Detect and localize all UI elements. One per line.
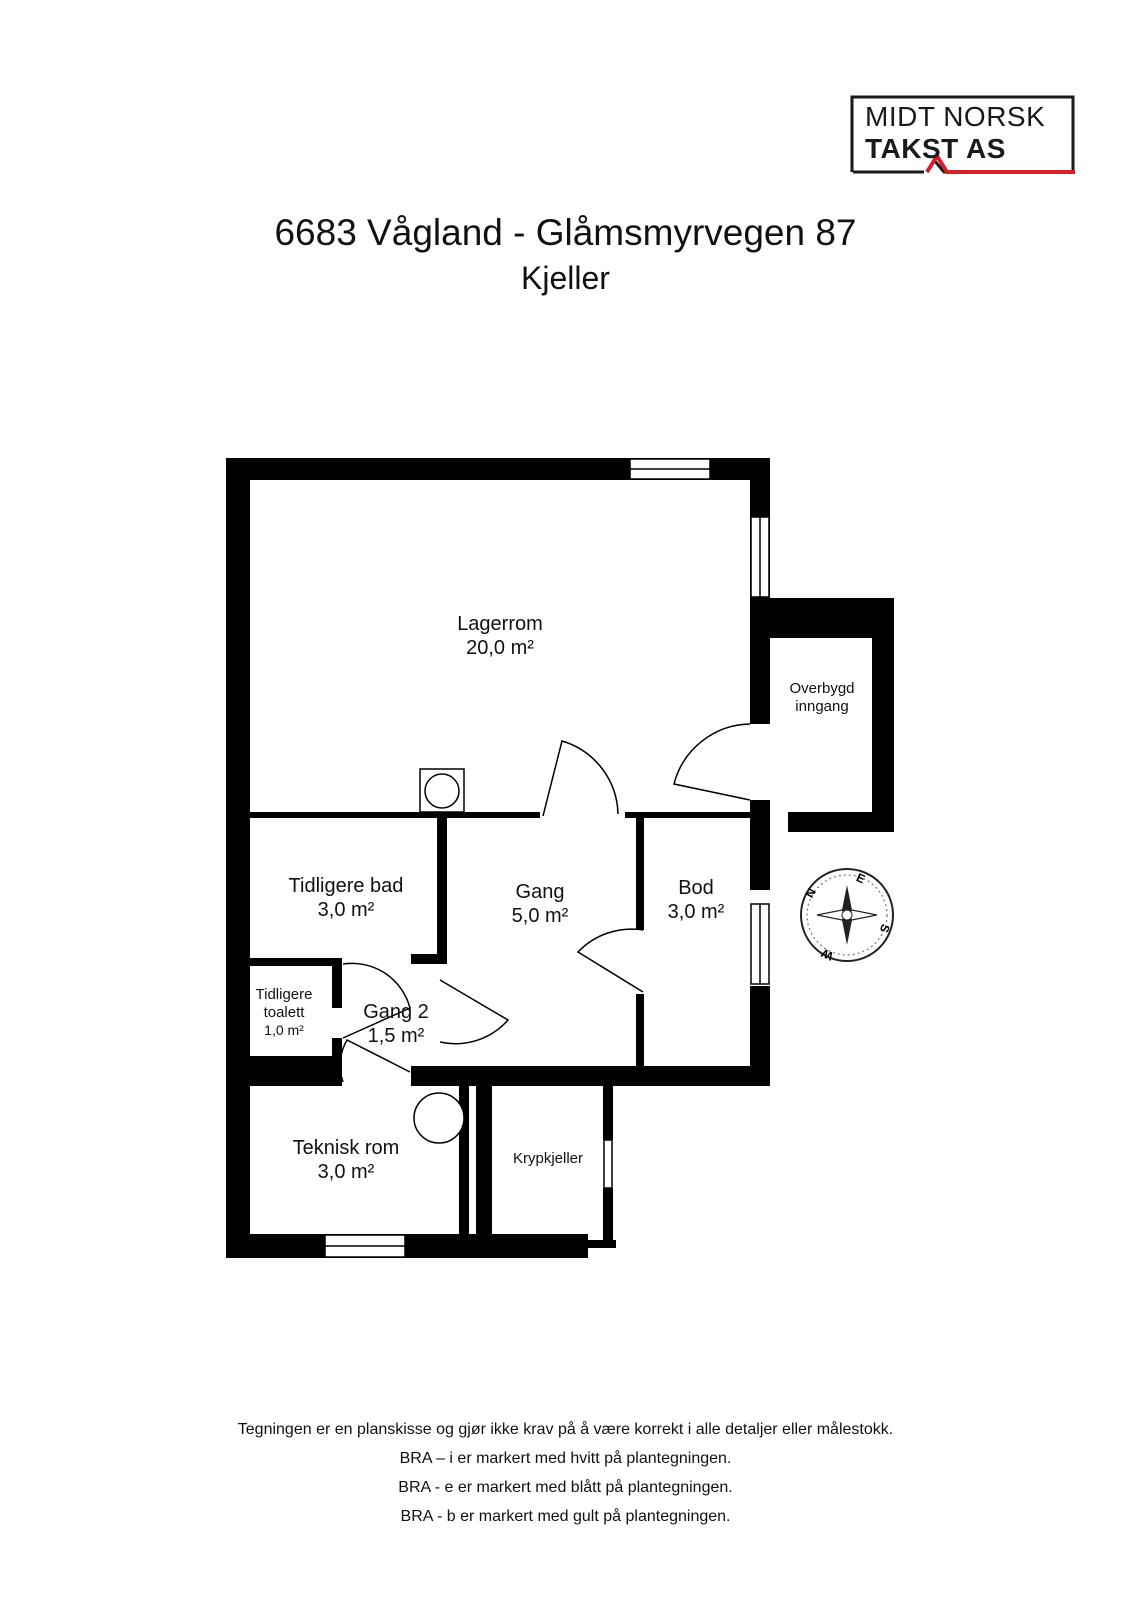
room-name-2: inngang: [795, 698, 849, 715]
water-heater-symbol: [413, 1092, 465, 1144]
company-logo: MIDT NORSK TAKST AS: [849, 94, 1077, 174]
room-name: Lagerrom: [457, 613, 543, 635]
logo-accent-line: [925, 152, 1075, 174]
room-tidligere-bad: Tidligere bad 3,0 m²: [266, 874, 426, 922]
logo-line1: MIDT NORSK: [865, 101, 1046, 132]
room-name: Krypkjeller: [512, 1150, 584, 1167]
disclaimer: Tegningen er en planskisse og gjør ikke …: [0, 1415, 1131, 1531]
fixtures: [413, 768, 465, 1144]
room-name: Gang 2: [363, 1001, 429, 1023]
page-title: 6683 Vågland - Glåmsmyrvegen 87: [274, 212, 857, 253]
room-krypkjeller: Krypkjeller: [492, 1150, 604, 1168]
doors: [339, 723, 751, 1083]
room-area: 1,0 m²: [264, 1022, 304, 1038]
disclaimer-line: Tegningen er en planskisse og gjør ikke …: [237, 1421, 894, 1438]
floor-name: Kjeller: [521, 260, 610, 296]
disclaimer-line: BRA - e er markert med blått på plantegn…: [398, 1479, 733, 1496]
disclaimer-line: BRA - b er markert med gult på plantegni…: [400, 1508, 731, 1525]
logo-line2: TAKST AS: [865, 133, 1006, 164]
room-name: Tidligere: [255, 986, 313, 1003]
room-gang-2: Gang 2 1,5 m²: [346, 1000, 446, 1048]
room-area: 5,0 m²: [511, 905, 569, 927]
room-overbygd-inngang: Overbygd inngang: [772, 680, 872, 716]
room-area: 20,0 m²: [466, 637, 534, 659]
room-area: 3,0 m²: [317, 1161, 375, 1183]
room-area: 3,0 m²: [667, 901, 725, 923]
room-area: 3,0 m²: [317, 899, 375, 921]
room-teknisk-rom: Teknisk rom 3,0 m²: [276, 1136, 416, 1184]
windows: [324, 458, 770, 1258]
room-bod: Bod 3,0 m²: [648, 876, 744, 924]
room-lagerrom: Lagerrom 20,0 m²: [440, 612, 560, 660]
room-tidligere-toalett: Tidligere toalett 1,0 m²: [244, 986, 324, 1039]
room-name: Tidligere bad: [288, 875, 404, 897]
room-name: Teknisk rom: [292, 1137, 400, 1159]
logo-frame: [850, 95, 1075, 174]
room-name: Bod: [678, 877, 714, 899]
compass-icon: N E S W: [800, 868, 894, 963]
disclaimer-line: BRA – i er markert med hvitt på plantegn…: [399, 1450, 732, 1467]
room-name: Overbygd: [789, 680, 855, 697]
room-area: 1,5 m²: [367, 1025, 425, 1047]
room-name-2: toalett: [263, 1004, 305, 1021]
chimney-circle: [424, 773, 460, 809]
room-name: Gang: [515, 881, 565, 903]
room-gang: Gang 5,0 m²: [480, 880, 600, 928]
